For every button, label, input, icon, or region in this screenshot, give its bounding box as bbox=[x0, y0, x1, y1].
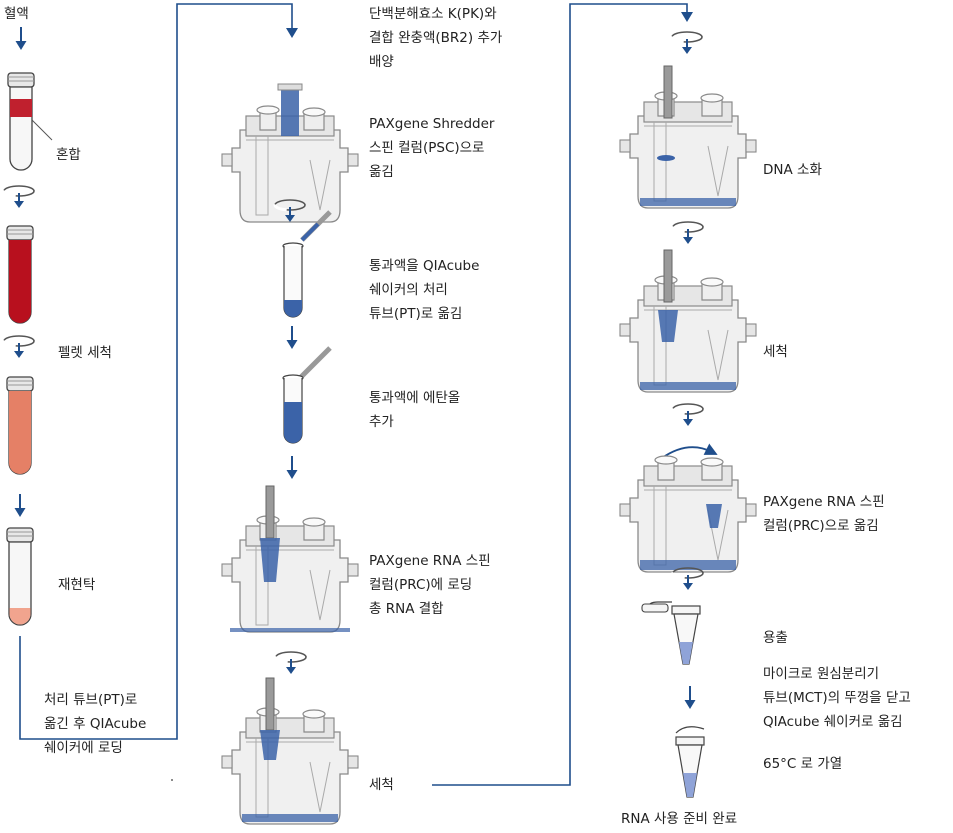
step-label-rna-ready: RNA 사용 준비 완료 bbox=[621, 807, 737, 831]
step-label-line: DNA 소화 bbox=[763, 162, 822, 178]
mix-leader-line bbox=[31, 119, 53, 141]
step-label-transfer-prc: PAXgene RNA 스핀 컬럼(PRC)으로 옮김 bbox=[763, 490, 885, 538]
step-label-line: 단백분해효소 K(PK)와 bbox=[369, 6, 497, 22]
step-label-line: PAXgene RNA 스핀 bbox=[763, 494, 885, 510]
shaker-rotor-icon bbox=[619, 455, 757, 573]
step-label-line: 쉐이커에 로딩 bbox=[44, 740, 123, 756]
step-label-wash-1: 세척 bbox=[369, 773, 394, 797]
shaker-rotor-icon bbox=[619, 249, 757, 393]
step-label-line: RNA 사용 준비 완료 bbox=[621, 811, 738, 827]
step-label-line: 통과액에 에탄올 bbox=[369, 390, 461, 406]
blood-tube-icon bbox=[7, 72, 35, 171]
step-label-line: 혼합 bbox=[56, 147, 81, 163]
dot-mark bbox=[171, 779, 173, 781]
microcentrifuge-tube-icon bbox=[641, 601, 701, 665]
processing-tube-icon bbox=[282, 242, 304, 318]
step-label-dna-digest: DNA 소화 bbox=[763, 158, 822, 182]
step-label-add-ethanol: 통과액에 에탄올 추가 bbox=[369, 386, 460, 434]
centrifuge-icon bbox=[2, 184, 36, 210]
step-label-line: 배양 bbox=[369, 54, 394, 70]
step-label-line: 쉐이커의 처리 bbox=[369, 282, 448, 298]
connector-col1-col2 bbox=[19, 3, 293, 740]
step-label-line: 처리 튜브(PT)로 bbox=[44, 692, 138, 708]
step-label-line: 튜브(PT)로 옮김 bbox=[369, 306, 463, 322]
arrowhead-col2-top bbox=[286, 28, 298, 38]
step-label-line: 스핀 컬럼(PSC)으로 bbox=[369, 140, 485, 156]
step-label-line: 옮긴 후 QIAcube bbox=[44, 716, 147, 732]
step-label-wash-2: 세척 bbox=[763, 340, 788, 364]
transfer-arrow-icon bbox=[661, 443, 718, 459]
step-label-line: 재현탁 bbox=[58, 577, 96, 593]
step-label-line: 65°C 로 가열 bbox=[763, 756, 843, 772]
step-label-line: PAXgene Shredder bbox=[369, 116, 495, 132]
step-label-transfer-pt: 통과액을 QIAcube 쉐이커의 처리 튜브(PT)로 옮김 bbox=[369, 254, 479, 326]
step-label-add-pk: 단백분해효소 K(PK)와 결합 완충액(BR2) 추가 배양 bbox=[369, 2, 502, 74]
step-label-line: 펠렛 세척 bbox=[58, 345, 112, 361]
step-label-line: 용출 bbox=[763, 630, 788, 646]
pipette-icon bbox=[300, 210, 332, 242]
step-label-line: 마이크로 원심분리기 bbox=[763, 666, 880, 682]
down-arrow-icon bbox=[14, 26, 28, 51]
step-label-line: 컬럼(PRC)으로 옮김 bbox=[763, 518, 879, 534]
step-label-line: 추가 bbox=[369, 414, 394, 430]
step-label-elute: 용출 bbox=[763, 626, 788, 650]
centrifuge-icon bbox=[671, 220, 705, 246]
blood-tube-icon bbox=[6, 225, 34, 324]
processing-tube-icon bbox=[282, 374, 304, 444]
step-label-line: 옮김 bbox=[369, 164, 394, 180]
blood-tube-icon bbox=[6, 376, 34, 475]
step-label-pellet-wash: 펠렛 세척 bbox=[58, 341, 112, 365]
centrifuge-icon bbox=[2, 334, 36, 360]
step-label-mix: 혼합 bbox=[56, 143, 81, 167]
shaker-rotor-icon bbox=[619, 65, 757, 209]
step-label-line: 세척 bbox=[369, 777, 394, 793]
microcentrifuge-tube-icon bbox=[675, 726, 705, 798]
down-arrow-icon bbox=[683, 685, 697, 710]
step-label-line: 혈액 bbox=[4, 6, 29, 22]
step-label-heat: 65°C 로 가열 bbox=[763, 752, 842, 776]
blood-tube-icon bbox=[6, 527, 34, 626]
step-label-line: 총 RNA 결합 bbox=[369, 601, 444, 617]
step-label-line: 튜브(MCT)의 뚜껑을 닫고 bbox=[763, 690, 911, 706]
step-label-transfer-psc: PAXgene Shredder 스핀 컬럼(PSC)으로 옮김 bbox=[369, 112, 494, 184]
centrifuge-icon bbox=[671, 402, 705, 428]
shaker-rotor-icon bbox=[221, 485, 359, 633]
centrifuge-icon bbox=[274, 650, 308, 676]
down-arrow-icon bbox=[13, 493, 27, 518]
step-label-line: 통과액을 QIAcube bbox=[369, 258, 480, 274]
step-label-load-shaker: 처리 튜브(PT)로 옮긴 후 QIAcube 쉐이커에 로딩 bbox=[44, 688, 146, 760]
step-label-close-mct: 마이크로 원심분리기 튜브(MCT)의 뚜껑을 닫고 QIAcube 쉐이커로 … bbox=[763, 662, 911, 734]
centrifuge-icon bbox=[670, 30, 704, 56]
step-label-blood: 혈액 bbox=[4, 2, 29, 26]
step-label-line: QIAcube 쉐이커로 옮김 bbox=[763, 714, 903, 730]
down-arrow-icon bbox=[285, 455, 299, 480]
connector-col2-col3 bbox=[432, 3, 688, 786]
down-arrow-icon bbox=[285, 325, 299, 350]
step-label-line: PAXgene RNA 스핀 bbox=[369, 553, 491, 569]
step-label-load-prc: PAXgene RNA 스핀 컬럼(PRC)에 로딩 총 RNA 결합 bbox=[369, 549, 491, 621]
step-label-resuspend: 재현탁 bbox=[58, 573, 95, 597]
pipette-icon bbox=[298, 346, 332, 380]
shaker-rotor-icon bbox=[221, 677, 359, 825]
step-label-line: 세척 bbox=[763, 344, 788, 360]
step-label-line: 결합 완충액(BR2) 추가 bbox=[369, 30, 503, 46]
arrowhead-col3-top bbox=[681, 12, 693, 22]
step-label-line: 컬럼(PRC)에 로딩 bbox=[369, 577, 473, 593]
shaker-rotor-icon bbox=[221, 83, 359, 223]
